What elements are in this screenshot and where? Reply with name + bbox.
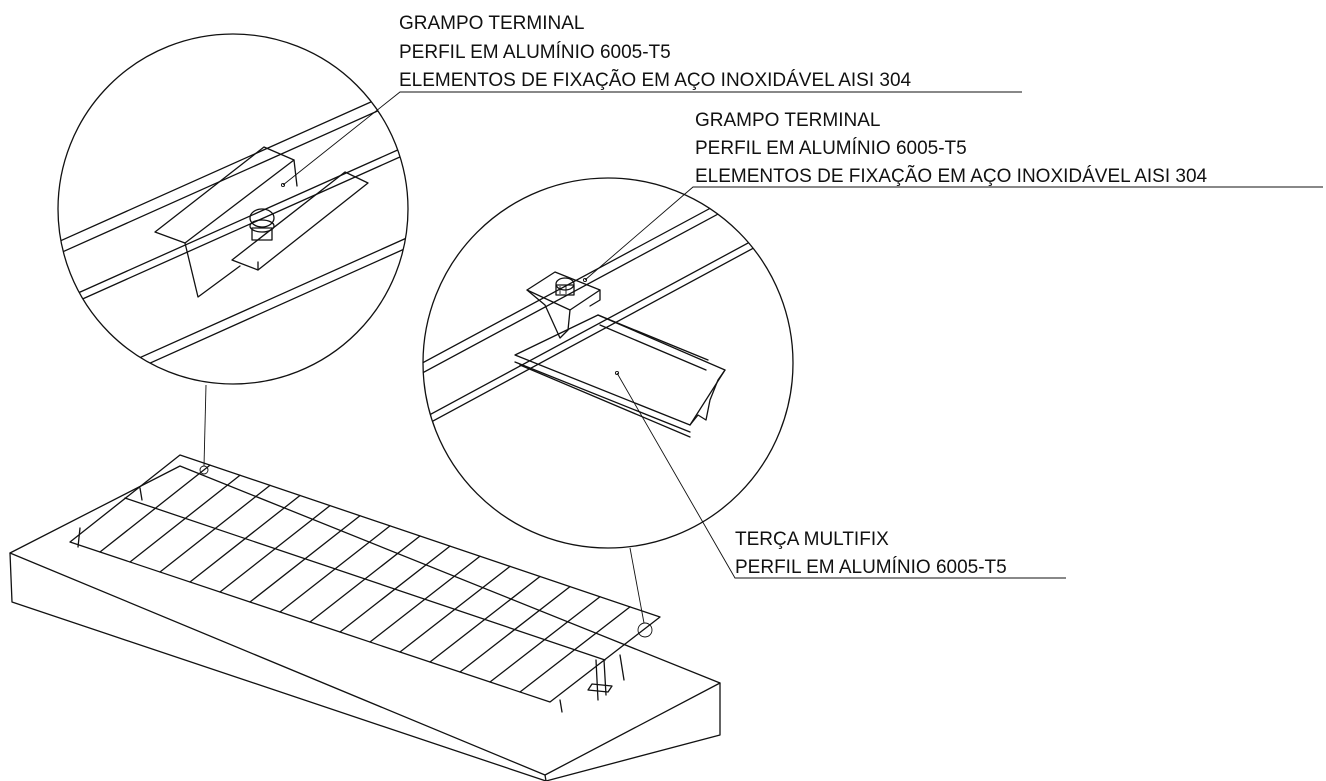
support-structure <box>77 487 625 713</box>
panel-division <box>249 515 361 603</box>
callout-rail: TERÇA MULTIFIX PERFIL EM ALUMÍNIO 6005-T… <box>735 529 1007 578</box>
callout-top-line2: PERFIL EM ALUMÍNIO 6005-T5 <box>399 42 671 63</box>
panel-division <box>369 555 481 643</box>
panel-division <box>519 606 631 693</box>
concrete-base <box>9 465 721 781</box>
solar-panel-array <box>69 454 661 713</box>
panel-division <box>189 494 301 583</box>
panel-division <box>219 504 331 593</box>
detail-circle-end-clamp-rail <box>422 177 794 624</box>
panel-division <box>459 585 571 673</box>
callout-right-line1: GRAMPO TERMINAL <box>695 110 880 131</box>
callout-top-line3: ELEMENTOS DE FIXAÇÃO EM AÇO INOXIDÁVEL A… <box>399 69 912 91</box>
panel-division <box>99 464 211 553</box>
panel-division <box>339 545 451 633</box>
detail-marker-right <box>637 622 653 638</box>
leader-lines <box>282 91 1323 579</box>
callout-right-line2: PERFIL EM ALUMÍNIO 6005-T5 <box>695 138 967 159</box>
panel-division <box>279 525 391 613</box>
panel-division <box>429 575 541 663</box>
panel-division <box>159 484 271 573</box>
panel-division <box>399 565 511 653</box>
callout-end-clamp-top: GRAMPO TERMINAL PERFIL EM ALUMÍNIO 6005-… <box>399 13 912 91</box>
panel-division <box>129 474 241 563</box>
callout-rail-line2: PERFIL EM ALUMÍNIO 6005-T5 <box>735 557 1007 578</box>
callout-rail-line1: TERÇA MULTIFIX <box>735 529 889 550</box>
callout-end-clamp-right: GRAMPO TERMINAL PERFIL EM ALUMÍNIO 6005-… <box>695 110 1208 187</box>
panel-division <box>489 596 601 683</box>
callout-top-line1: GRAMPO TERMINAL <box>399 13 584 34</box>
detail-circle-end-clamp-top <box>57 33 409 467</box>
panel-columns <box>99 464 631 693</box>
panel-division <box>309 535 421 623</box>
callout-right-line3: ELEMENTOS DE FIXAÇÃO EM AÇO INOXIDÁVEL A… <box>695 165 1208 187</box>
